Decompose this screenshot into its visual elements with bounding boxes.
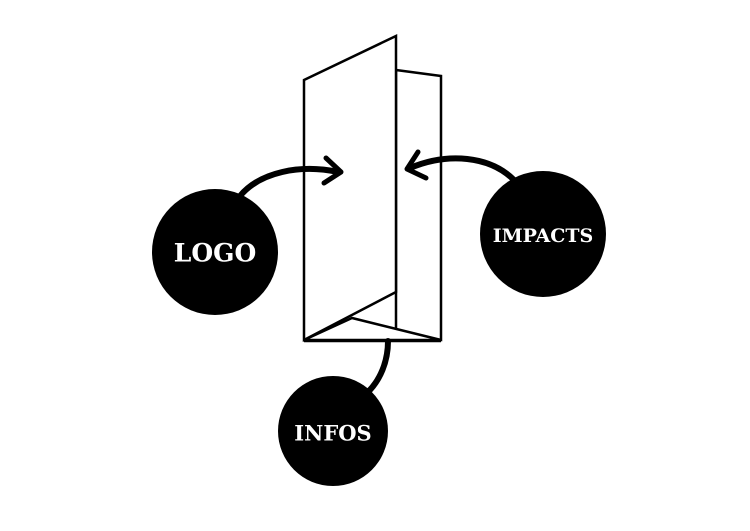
infos-label: INFOS [294,421,371,446]
logo-node: LOGO [152,189,278,315]
logo-label: LOGO [174,239,256,268]
leaflet-right-panel [396,70,441,340]
impacts-label: IMPACTS [493,225,594,247]
infos-connector [368,341,388,392]
impacts-node: IMPACTS [480,171,606,297]
infos-node: INFOS [278,376,388,486]
leaflet-front-panel [304,36,396,340]
